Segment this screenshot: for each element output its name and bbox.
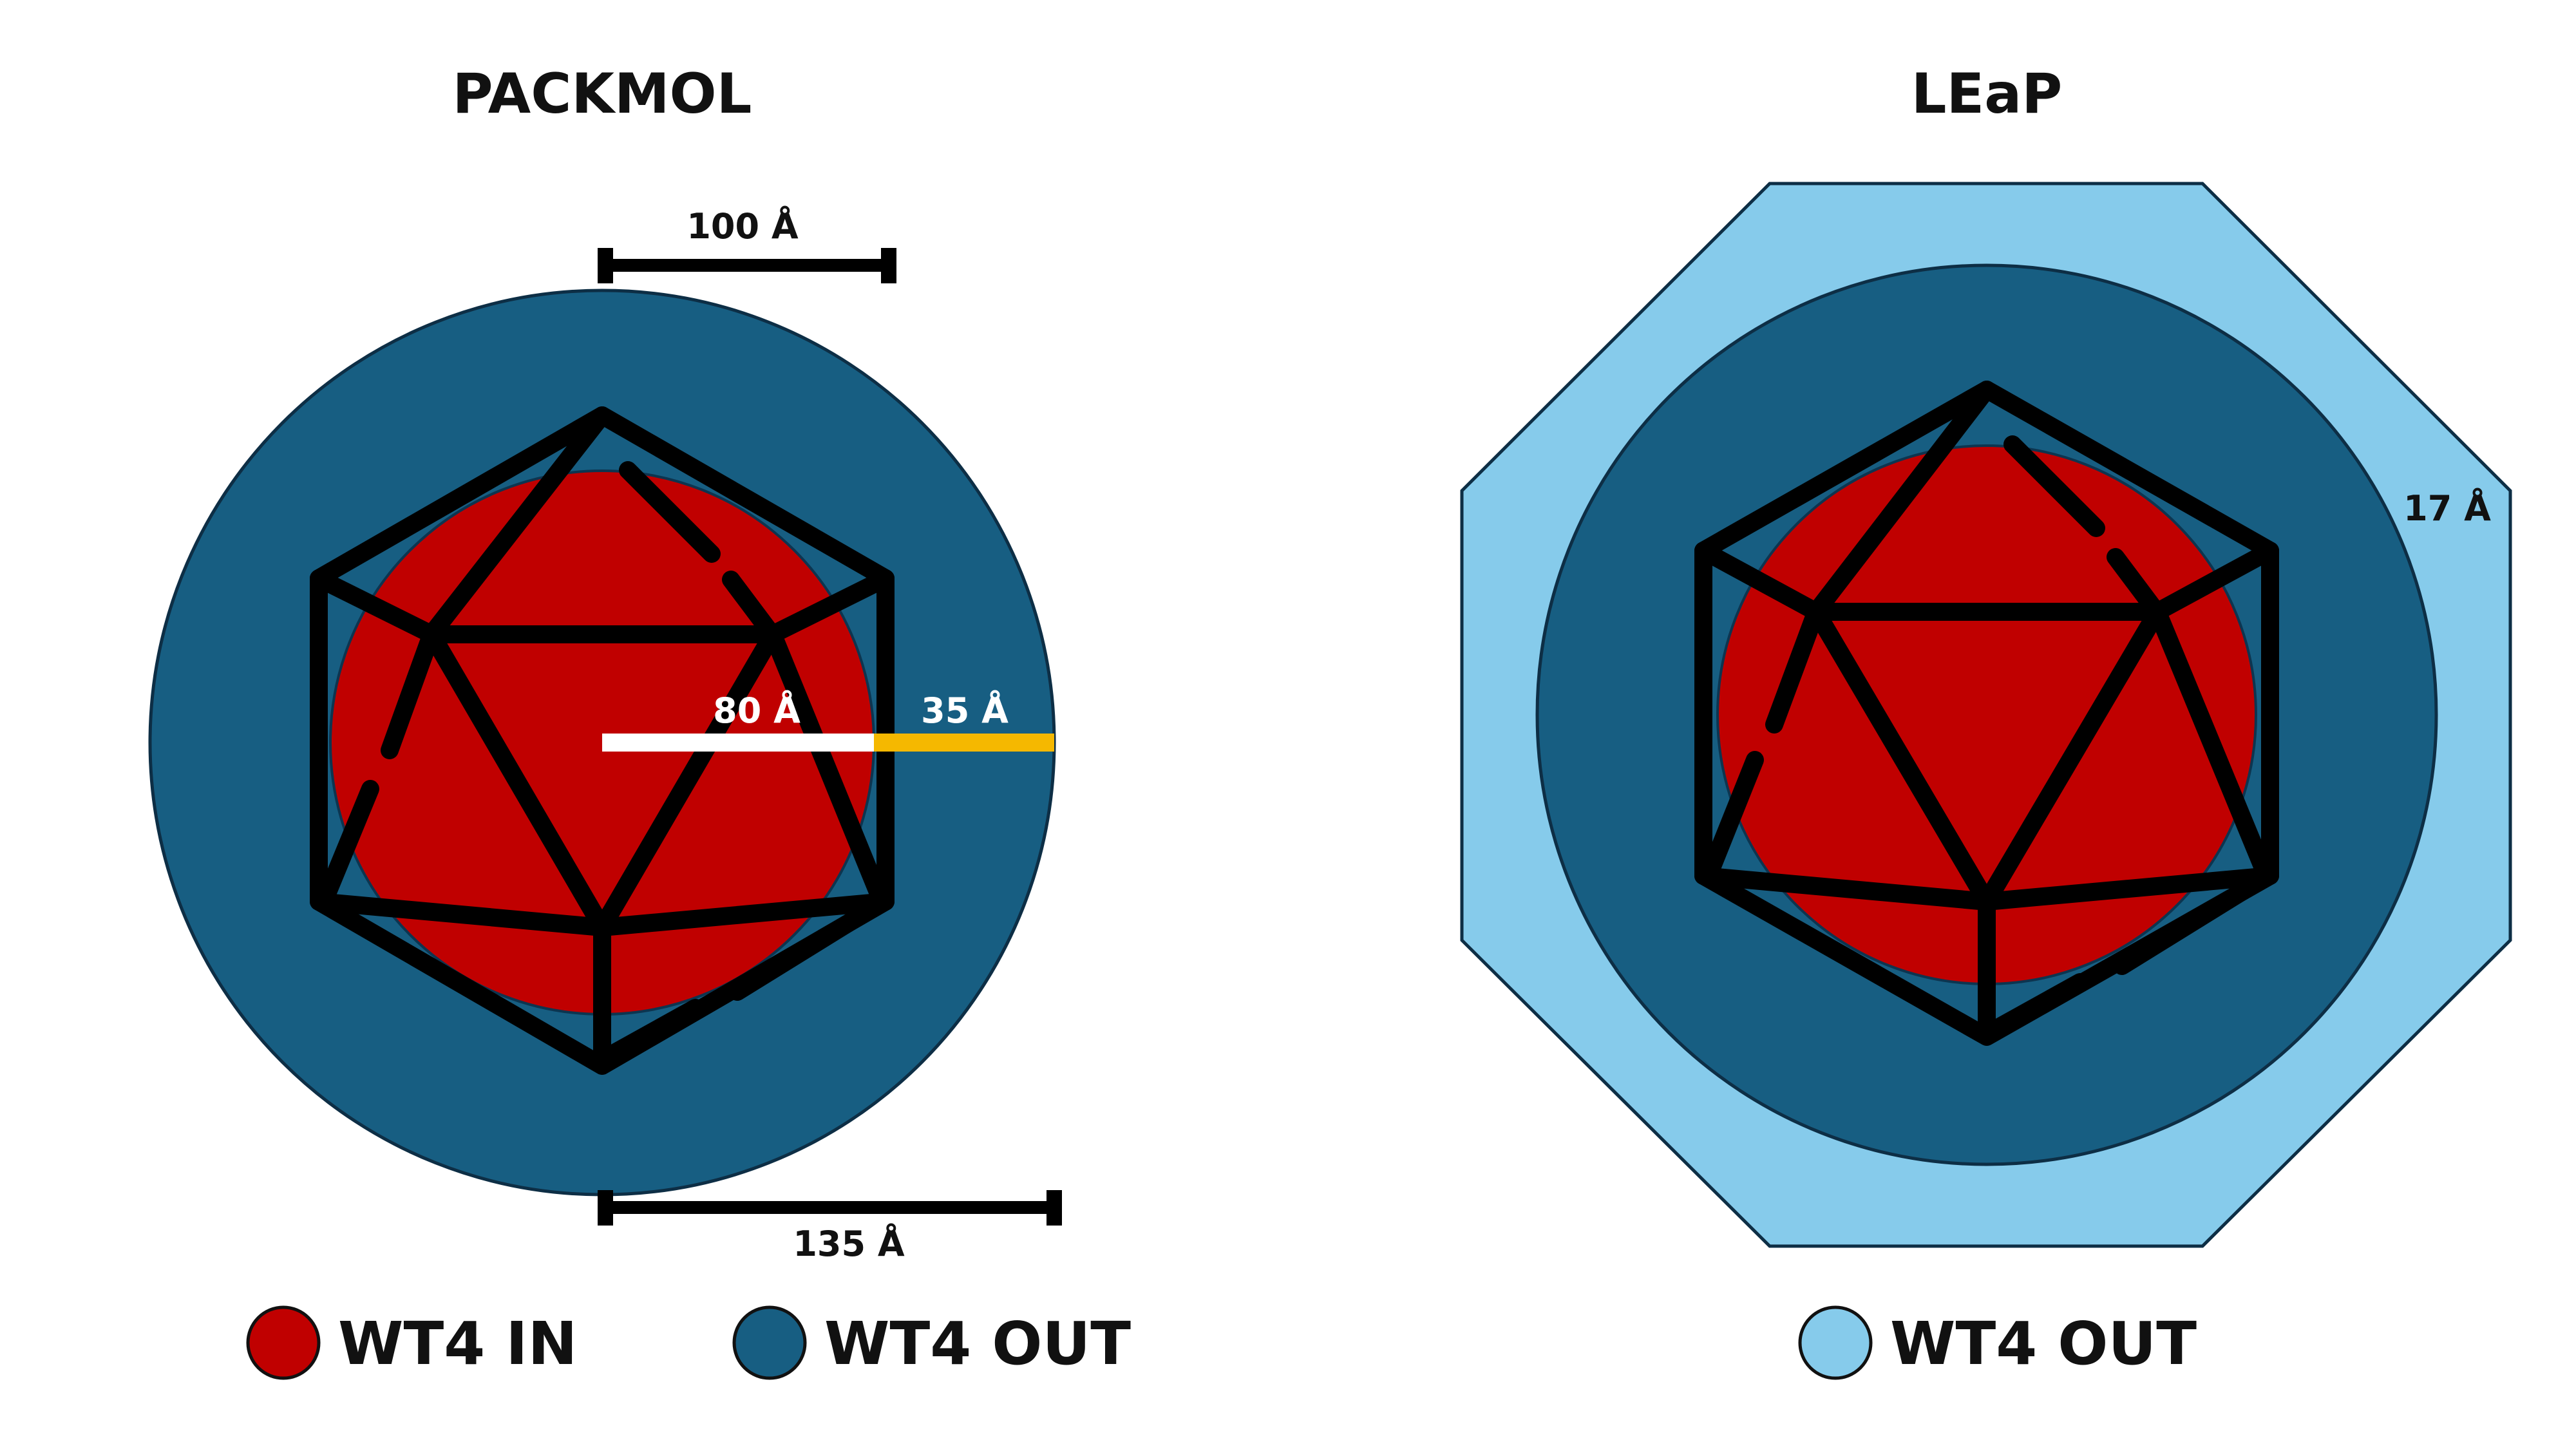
legend-item-wt4-in: WT4 IN: [246, 1305, 578, 1380]
leap-panel: LEaP 17 Å: [1460, 62, 2512, 1248]
legend-label-leap-wt4-out: WT4 OUT: [1890, 1309, 2197, 1378]
packmol-inner-radius-label: 80 Å: [713, 690, 800, 731]
packmol-top-dimension: 100 Å: [598, 206, 896, 283]
legend-label-wt4-in: WT4 IN: [338, 1309, 578, 1378]
leap-capsid-icon: [1694, 381, 2279, 1046]
packmol-capsid-icon: [310, 406, 895, 1075]
legend-swatch-wt4-out: [732, 1305, 807, 1380]
packmol-title: PACKMOL: [453, 62, 752, 126]
packmol-shell-thickness-label: 35 Å: [921, 690, 1009, 731]
packmol-top-dimension-label: 100 Å: [687, 206, 799, 247]
legend-label-wt4-out: WT4 OUT: [824, 1309, 1131, 1378]
leap-shell-thickness-label: 17 Å: [2403, 488, 2491, 529]
packmol-bottom-dimension-label: 135 Å: [793, 1224, 905, 1264]
packmol-panel: PACKMOL 100 Å: [148, 62, 1062, 1264]
packmol-bottom-dimension: 135 Å: [598, 1190, 1062, 1264]
legend: WT4 IN WT4 OUT WT4 OUT: [246, 1305, 2197, 1380]
legend-swatch-leap-wt4-out: [1798, 1305, 1873, 1380]
legend-item-wt4-out: WT4 OUT: [732, 1305, 1131, 1380]
leap-title: LEaP: [1911, 62, 2063, 126]
legend-swatch-wt4-in: [246, 1305, 321, 1380]
legend-item-leap-wt4-out: WT4 OUT: [1798, 1305, 2197, 1380]
